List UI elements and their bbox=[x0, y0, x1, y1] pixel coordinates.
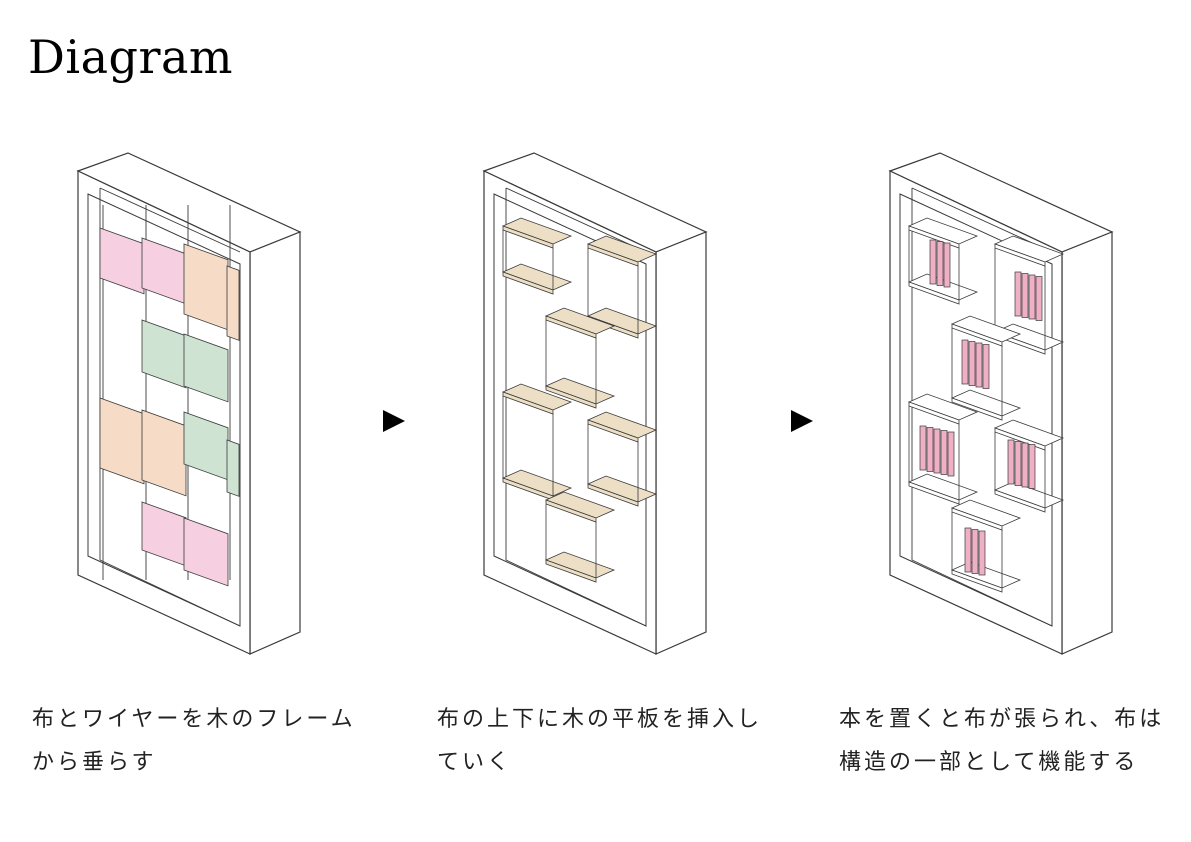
book bbox=[940, 430, 948, 475]
frame-inner-top-edge bbox=[505, 187, 647, 253]
book bbox=[947, 431, 955, 477]
book bbox=[971, 529, 979, 574]
step-arrow-2-icon bbox=[791, 410, 813, 432]
frame-inner-depth bbox=[505, 188, 647, 627]
book bbox=[1007, 439, 1015, 485]
shelf-box-bottom-edge bbox=[951, 397, 1003, 421]
frame-inner-depth bbox=[99, 188, 241, 627]
book bbox=[933, 428, 941, 474]
page-title: Diagram bbox=[28, 30, 233, 84]
frame-side-face bbox=[1061, 231, 1113, 655]
fabric-peach bbox=[99, 397, 145, 485]
shelf-box-bottom-edge bbox=[545, 385, 597, 409]
shelf-box-bottom-edge bbox=[908, 281, 960, 305]
shelf-box-bottom-edge bbox=[994, 489, 1046, 513]
fabric-peach bbox=[141, 409, 187, 497]
fabric-peach bbox=[226, 265, 240, 341]
step-1-caption: 布とワイヤーを木のフレーム から垂らす bbox=[32, 698, 377, 784]
book bbox=[1021, 273, 1029, 318]
shelf-box-bottom-edge bbox=[545, 559, 597, 583]
shelf-box-bottom-edge bbox=[502, 271, 554, 295]
step-3-frame-with-books bbox=[888, 152, 1114, 655]
book bbox=[926, 427, 934, 472]
book bbox=[968, 341, 976, 386]
step-3-caption-line-1: 本を置くと布が張られ、布は bbox=[839, 707, 1165, 732]
book bbox=[943, 242, 951, 288]
step-1-caption-line-2: から垂らす bbox=[32, 750, 157, 775]
step-3-caption-line-2: 構造の一部として機能する bbox=[839, 750, 1139, 775]
step-arrow-1-icon bbox=[383, 410, 405, 432]
step-2-caption: 布の上下に木の平板を挿入し ていく bbox=[437, 698, 782, 784]
book bbox=[919, 425, 927, 471]
step-1-caption-line-1: 布とワイヤーを木のフレーム bbox=[32, 707, 356, 732]
book bbox=[1035, 276, 1043, 321]
book bbox=[936, 241, 944, 286]
step-2-frame-with-shelves bbox=[482, 152, 708, 655]
step-2-caption-line-2: ていく bbox=[437, 750, 513, 775]
book bbox=[1021, 442, 1029, 488]
step-2-caption-line-1: 布の上下に木の平板を挿入し bbox=[437, 707, 763, 732]
step-1-frame-with-fabric bbox=[76, 152, 302, 655]
book bbox=[1028, 444, 1036, 489]
book bbox=[1028, 274, 1036, 320]
frame-side-face bbox=[249, 231, 301, 655]
book bbox=[1014, 271, 1022, 317]
book bbox=[964, 527, 972, 573]
fabric-green bbox=[183, 333, 229, 403]
frame-inner-top-edge bbox=[99, 187, 241, 253]
frame-side-face bbox=[655, 231, 707, 655]
frame-inner-depth bbox=[911, 188, 1053, 627]
shelf-box-bottom-edge bbox=[951, 569, 1003, 593]
book bbox=[982, 344, 990, 389]
shelf-box-bottom-edge bbox=[908, 481, 960, 505]
shelf-box-bottom-edge bbox=[587, 483, 639, 507]
book bbox=[961, 339, 969, 385]
book bbox=[978, 530, 986, 576]
fabric-green bbox=[226, 439, 240, 497]
step-3-caption: 本を置くと布が張られ、布は 構造の一部として機能する bbox=[839, 698, 1184, 784]
fabric-pink bbox=[183, 517, 229, 587]
book bbox=[929, 239, 937, 285]
fabric-pink bbox=[99, 227, 145, 295]
book bbox=[975, 342, 983, 388]
fabric-green bbox=[141, 319, 187, 389]
book bbox=[1014, 441, 1022, 486]
